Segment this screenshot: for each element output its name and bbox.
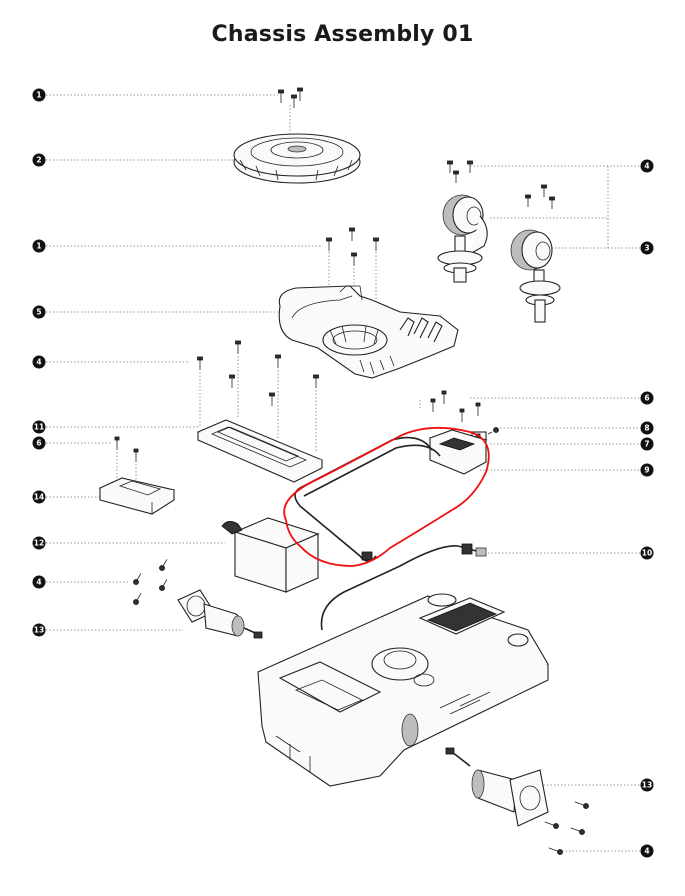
callout-4-right-bottom: 4 (640, 844, 654, 858)
disc-plate-part-2 (233, 133, 361, 184)
control-module-part-9 (428, 429, 488, 475)
callout-1-top: 1 (32, 88, 46, 102)
svg-text:9: 9 (644, 466, 649, 475)
leader-lines (46, 94, 640, 852)
caster-wheel-unit-1 (437, 160, 488, 283)
wiring-harness-part-9 (294, 436, 441, 562)
svg-text:12: 12 (34, 539, 44, 548)
svg-text:11: 11 (34, 423, 44, 432)
callout-13-right: 13 (640, 778, 654, 792)
screws-part-4-motor-right (544, 801, 589, 855)
callout-14: 14 (32, 490, 46, 504)
screw-part-8 (487, 427, 499, 435)
svg-text:13: 13 (34, 626, 44, 635)
svg-text:4: 4 (36, 358, 41, 367)
callout-4-left-a: 4 (32, 355, 46, 369)
red-highlight-outline (283, 426, 490, 567)
svg-text:3: 3 (644, 244, 649, 253)
callout-10: 10 (640, 546, 654, 560)
svg-text:13: 13 (642, 781, 652, 790)
callout-3: 3 (640, 241, 654, 255)
screws-part-6-right (430, 390, 481, 422)
callout-11: 11 (32, 420, 46, 434)
svg-text:4: 4 (36, 578, 41, 587)
callout-4-left-b: 4 (32, 575, 46, 589)
cable-part-10 (320, 543, 487, 631)
svg-text:1: 1 (36, 242, 41, 251)
callout-6-left: 6 (32, 436, 46, 450)
svg-text:7: 7 (644, 440, 649, 449)
callout-2: 2 (32, 153, 46, 167)
callout-5: 5 (32, 305, 46, 319)
svg-text:4: 4 (644, 847, 649, 856)
screws-part-1-top (278, 87, 303, 150)
screws-part-4-frame (197, 340, 319, 452)
svg-text:14: 14 (34, 493, 44, 502)
drive-motor-part-13-left (177, 589, 263, 639)
svg-text:4: 4 (644, 162, 649, 171)
svg-text:6: 6 (644, 394, 649, 403)
screws-part-4-motor-left (133, 559, 168, 605)
callout-13-left: 13 (32, 623, 46, 637)
callout-8: 8 (640, 421, 654, 435)
svg-text:5: 5 (36, 308, 41, 317)
svg-text:8: 8 (644, 424, 649, 433)
main-chassis (257, 593, 549, 787)
bracket-part-5 (278, 285, 459, 379)
caster-wheel-unit-2 (510, 184, 561, 323)
clamp-block-part-14 (98, 477, 176, 515)
callout-9: 9 (640, 463, 654, 477)
drive-motor-part-13-right (445, 747, 549, 827)
callout-12: 12 (32, 536, 46, 550)
callout-6-right: 6 (640, 391, 654, 405)
page-title: Chassis Assembly 01 (211, 22, 474, 47)
callout-7: 7 (640, 437, 654, 451)
callout-4-right-top: 4 (640, 159, 654, 173)
svg-text:10: 10 (642, 549, 652, 558)
callout-1-middle: 1 (32, 239, 46, 253)
svg-text:2: 2 (36, 156, 41, 165)
battery-part-12 (221, 517, 320, 593)
cover-frame-part-11 (196, 419, 324, 483)
screws-part-1-middle (326, 227, 379, 310)
svg-text:1: 1 (36, 91, 41, 100)
svg-text:6: 6 (36, 439, 41, 448)
